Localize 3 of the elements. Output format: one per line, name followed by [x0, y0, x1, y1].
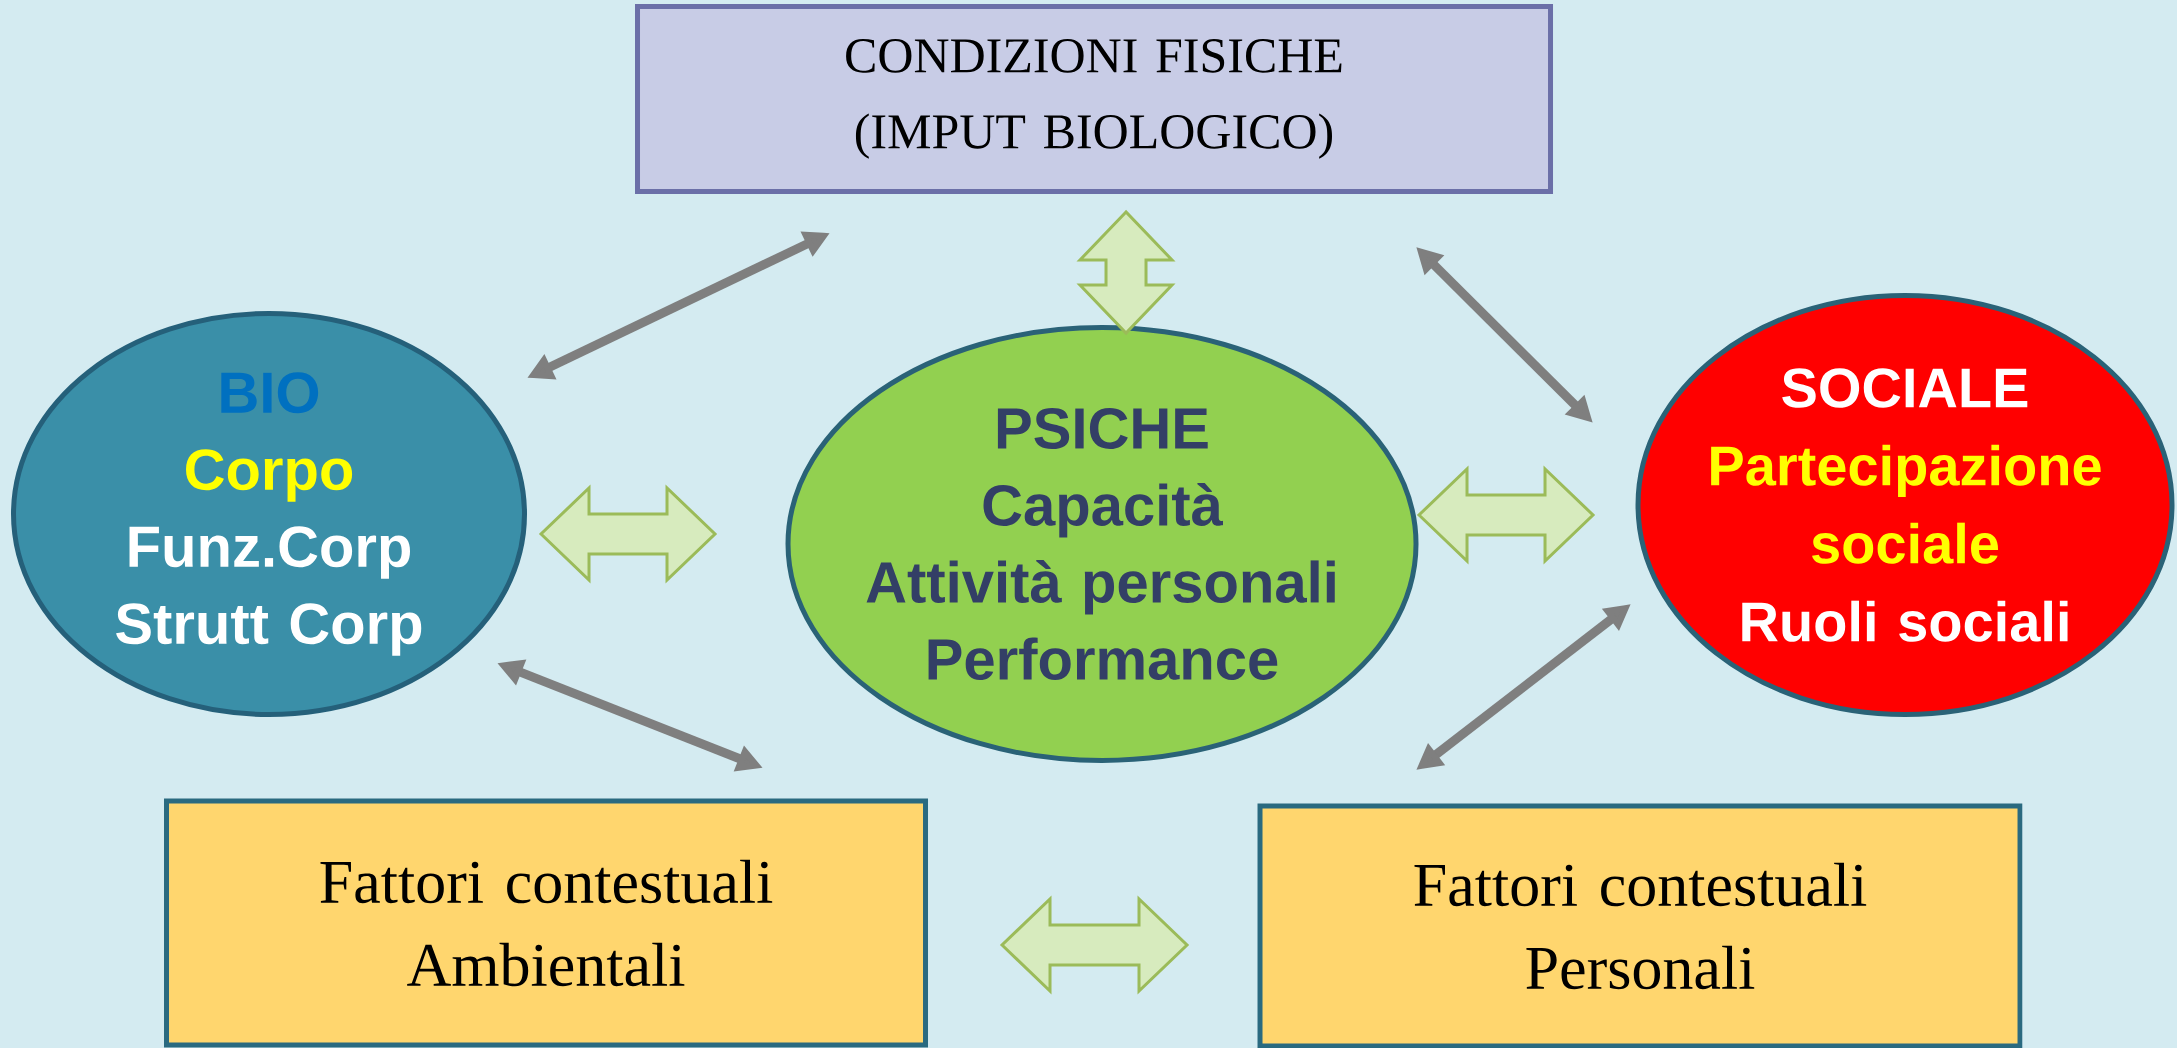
box: Fattori contestuali Ambientali	[164, 798, 928, 1048]
box: Fattori contestuali Personali	[1257, 803, 2023, 1048]
box: CONDIZIONI FISICHE (IMPUT BIOLOGICO)	[635, 4, 1553, 194]
